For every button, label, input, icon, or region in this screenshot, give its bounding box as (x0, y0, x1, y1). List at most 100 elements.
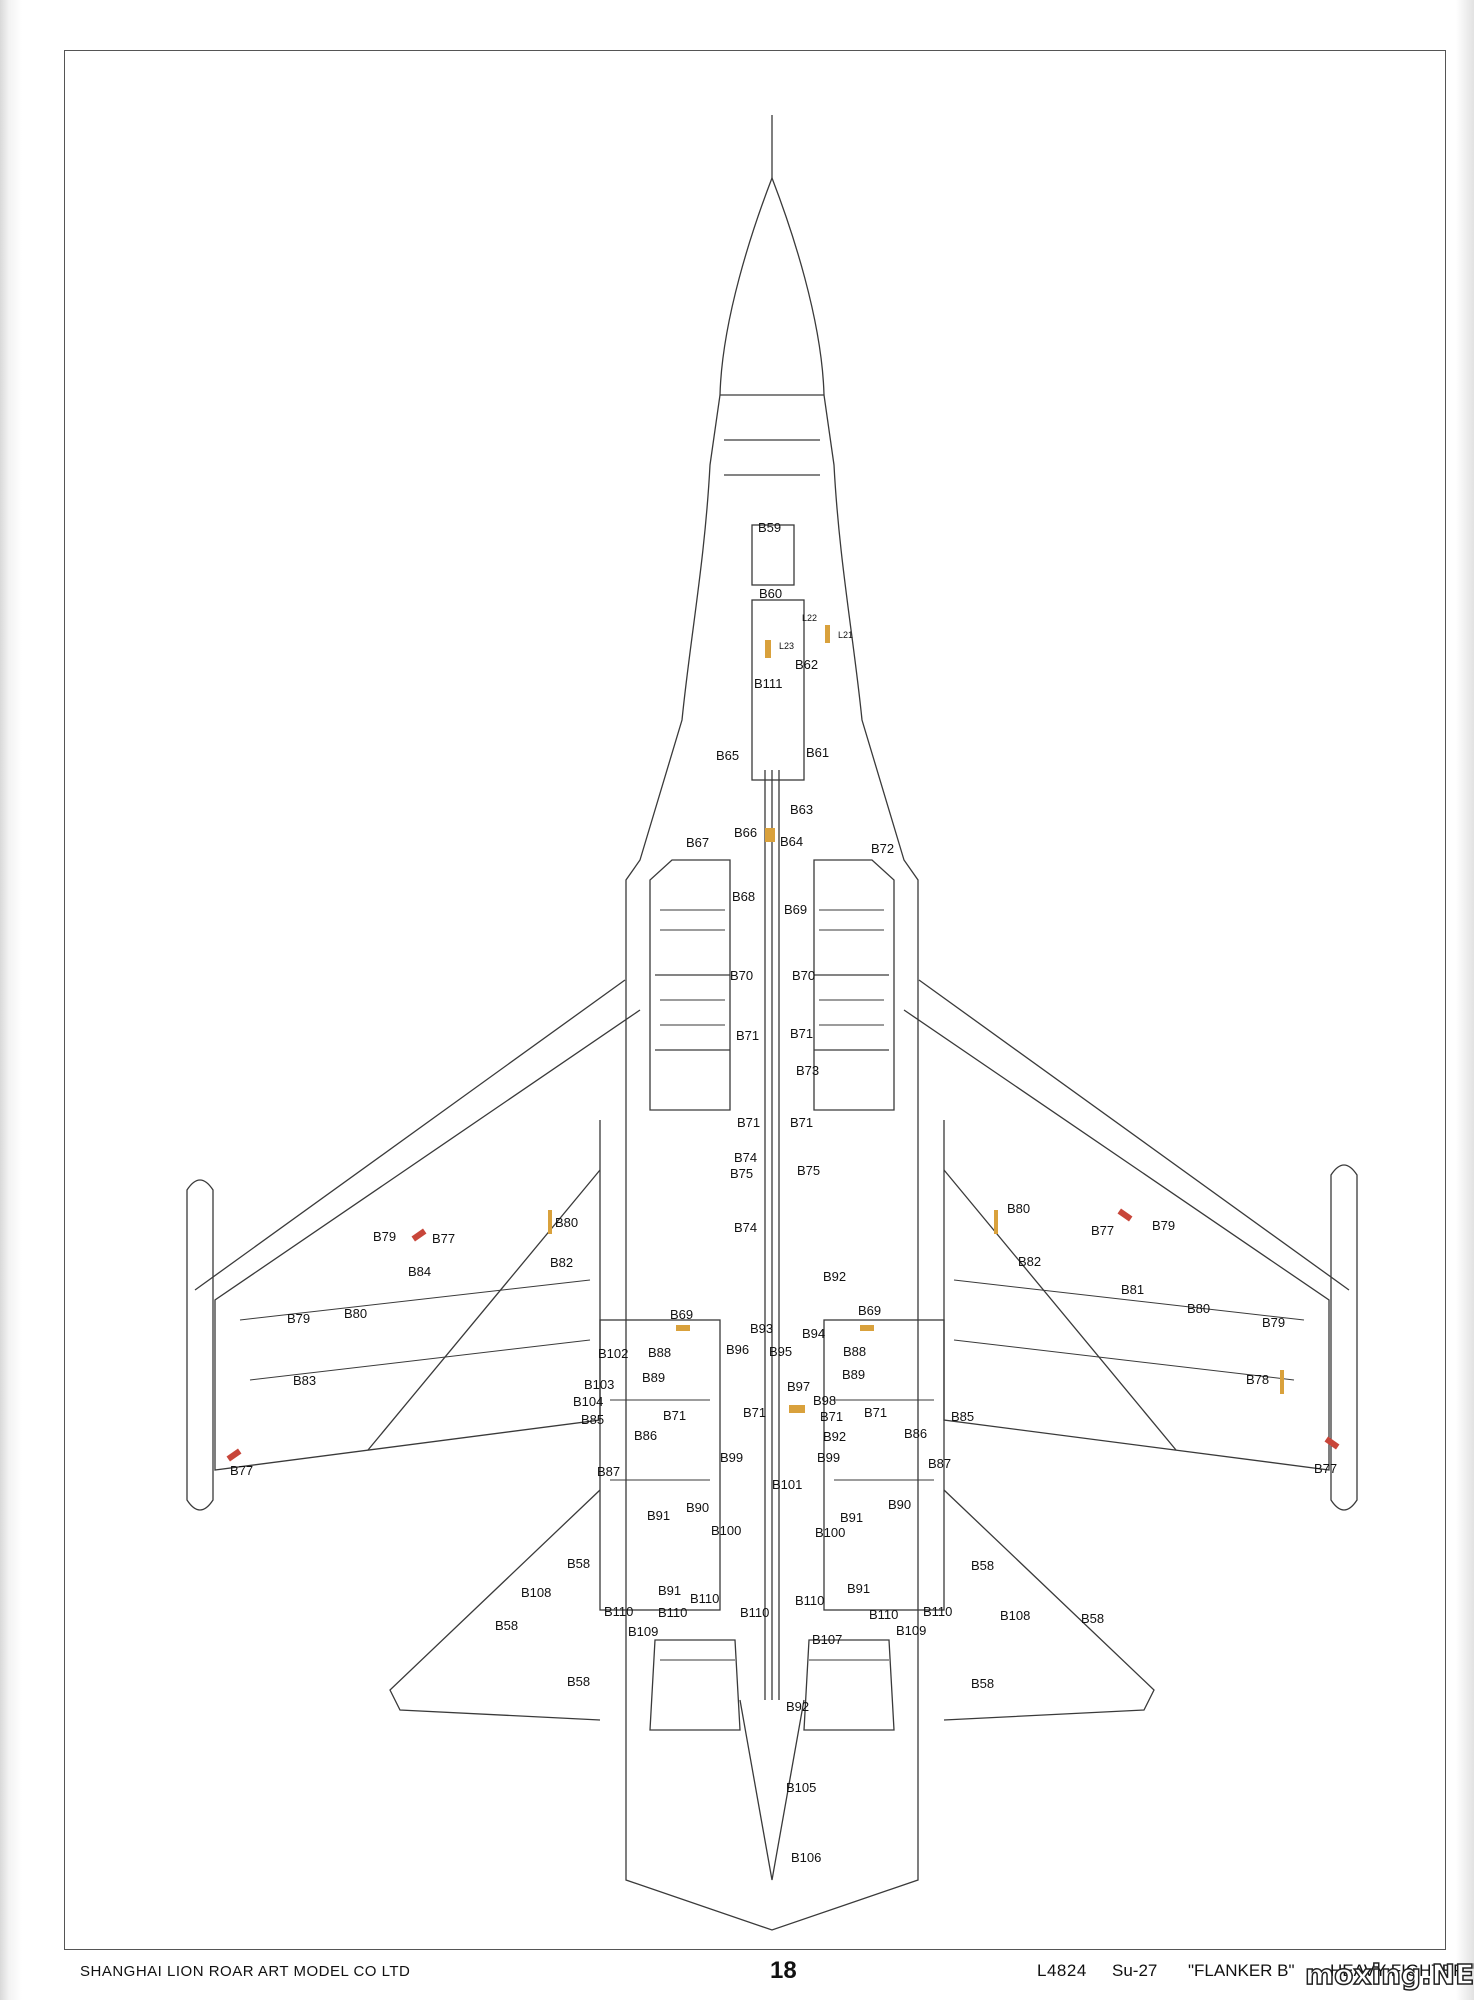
callout-b101: B101 (772, 1477, 802, 1492)
callout-b110-d: B110 (658, 1605, 687, 1620)
callout-b109-right: B109 (896, 1623, 926, 1638)
callout-b77-c: B77 (1091, 1223, 1114, 1238)
callout-b75-right: B75 (797, 1163, 820, 1178)
callout-b108-left: B108 (521, 1585, 551, 1600)
callout-b104: B104 (573, 1394, 603, 1409)
callout-b72: B72 (871, 841, 894, 856)
callout-b58-d: B58 (495, 1618, 518, 1633)
callout-b96: B96 (726, 1342, 749, 1357)
callout-b89-right: B89 (842, 1367, 865, 1382)
callout-b110-g: B110 (923, 1604, 952, 1619)
callout-b103: B103 (584, 1377, 614, 1392)
callout-b77-d: B77 (1314, 1461, 1337, 1476)
callout-b91-b: B91 (840, 1510, 863, 1525)
callout-b71-b: B71 (790, 1026, 813, 1041)
model-name: Su-27 (1112, 1961, 1158, 1980)
callout-b88-right: B88 (843, 1344, 866, 1359)
red-decals (226, 1208, 1340, 1462)
callout-b80-c: B80 (1007, 1201, 1030, 1216)
callout-b90-right: B90 (888, 1497, 911, 1512)
callout-b71-h: B71 (864, 1405, 887, 1420)
callout-b79-c: B79 (1152, 1218, 1175, 1233)
callout-b97: B97 (787, 1379, 810, 1394)
callout-b87-left: B87 (597, 1464, 620, 1479)
callout-b74: B74 (734, 1150, 757, 1165)
callout-b82-a: B82 (550, 1255, 573, 1270)
callout-b106: B106 (791, 1850, 821, 1865)
callout-b110-e: B110 (740, 1605, 769, 1620)
page-edge-left (0, 0, 22, 2000)
callout-b83: B83 (293, 1373, 316, 1388)
callout-b61: B61 (806, 745, 829, 760)
callout-b69-right: B69 (858, 1303, 881, 1318)
callout-labels: B59 B60 L22 L23 L21 B62 B111 B65 B61 B63… (230, 520, 1337, 1865)
footer-company: SHANGHAI LION ROAR ART MODEL CO LTD (80, 1963, 411, 1980)
callout-b79-b: B79 (287, 1311, 310, 1326)
callout-b70-right: B70 (792, 968, 815, 983)
callout-b109-left: B109 (628, 1624, 658, 1639)
callout-b80-d: B80 (1187, 1301, 1210, 1316)
callout-b91-c: B91 (658, 1583, 681, 1598)
callout-b84: B84 (408, 1264, 431, 1279)
callout-b100-right: B100 (815, 1525, 845, 1540)
callout-b94: B94 (802, 1326, 825, 1341)
callout-b91-a: B91 (647, 1508, 670, 1523)
callout-b60: B60 (759, 586, 782, 601)
callout-b98: B98 (813, 1393, 836, 1408)
callout-b108-right: B108 (1000, 1608, 1030, 1623)
callout-b64: B64 (780, 834, 803, 849)
callout-b110-a: B110 (690, 1591, 719, 1606)
callout-b67: B67 (686, 835, 709, 850)
callout-b58-f: B58 (971, 1676, 994, 1691)
callout-b80-b: B80 (344, 1306, 367, 1321)
callout-b79-a: B79 (373, 1229, 396, 1244)
callout-b107: B107 (812, 1632, 842, 1647)
callout-b86-right: B86 (904, 1426, 927, 1441)
callout-b74-b: B74 (734, 1220, 757, 1235)
drawing-frame (64, 50, 1446, 1950)
callout-b71-e: B71 (663, 1408, 686, 1423)
callout-b73: B73 (796, 1063, 819, 1078)
callout-b87-right: B87 (928, 1456, 951, 1471)
callout-l23: L23 (779, 641, 794, 651)
callout-l22: L22 (802, 613, 817, 623)
callout-b102: B102 (598, 1346, 628, 1361)
callout-b92-b: B92 (823, 1429, 846, 1444)
callout-b100-left: B100 (711, 1523, 741, 1538)
product-code: L4824 (1037, 1961, 1087, 1980)
callout-b90-left: B90 (686, 1500, 709, 1515)
callout-b59: B59 (758, 520, 781, 535)
callout-b71-d: B71 (790, 1115, 813, 1130)
callout-b77-b: B77 (230, 1463, 253, 1478)
callout-b92-c: B92 (786, 1699, 809, 1714)
callout-b71-g: B71 (820, 1409, 843, 1424)
callout-b111: B111 (754, 676, 782, 691)
callout-b89-left: B89 (642, 1370, 665, 1385)
callout-b110-f: B110 (869, 1607, 898, 1622)
page-edge-right (1456, 0, 1474, 2000)
callout-b71-c: B71 (737, 1115, 760, 1130)
callout-b68: B68 (732, 889, 755, 904)
page-number: 18 (770, 1957, 797, 1984)
callout-b105: B105 (786, 1780, 816, 1795)
callout-b63: B63 (790, 802, 813, 817)
callout-b86-left: B86 (634, 1428, 657, 1443)
callout-b70-left: B70 (730, 968, 753, 983)
callout-b58-a: B58 (567, 1556, 590, 1571)
callout-b110-c: B110 (604, 1604, 633, 1619)
callout-b85-left: B85 (581, 1412, 604, 1427)
aircraft-nickname: "FLANKER B" (1188, 1961, 1295, 1980)
callout-b75-left: B75 (730, 1166, 753, 1181)
callout-b58-b: B58 (971, 1558, 994, 1573)
callout-b66: B66 (734, 825, 757, 840)
callout-b88-left: B88 (648, 1345, 671, 1360)
callout-b71-f: B71 (743, 1405, 766, 1420)
callout-b80-a: B80 (555, 1215, 578, 1230)
callout-b93: B93 (750, 1321, 773, 1336)
callout-b69-left: B69 (670, 1307, 693, 1322)
callout-b69-top: B69 (784, 902, 807, 917)
callout-b99-left: B99 (720, 1450, 743, 1465)
callout-b82-b: B82 (1018, 1254, 1041, 1269)
callout-b65: B65 (716, 748, 739, 763)
callout-b99-right: B99 (817, 1450, 840, 1465)
